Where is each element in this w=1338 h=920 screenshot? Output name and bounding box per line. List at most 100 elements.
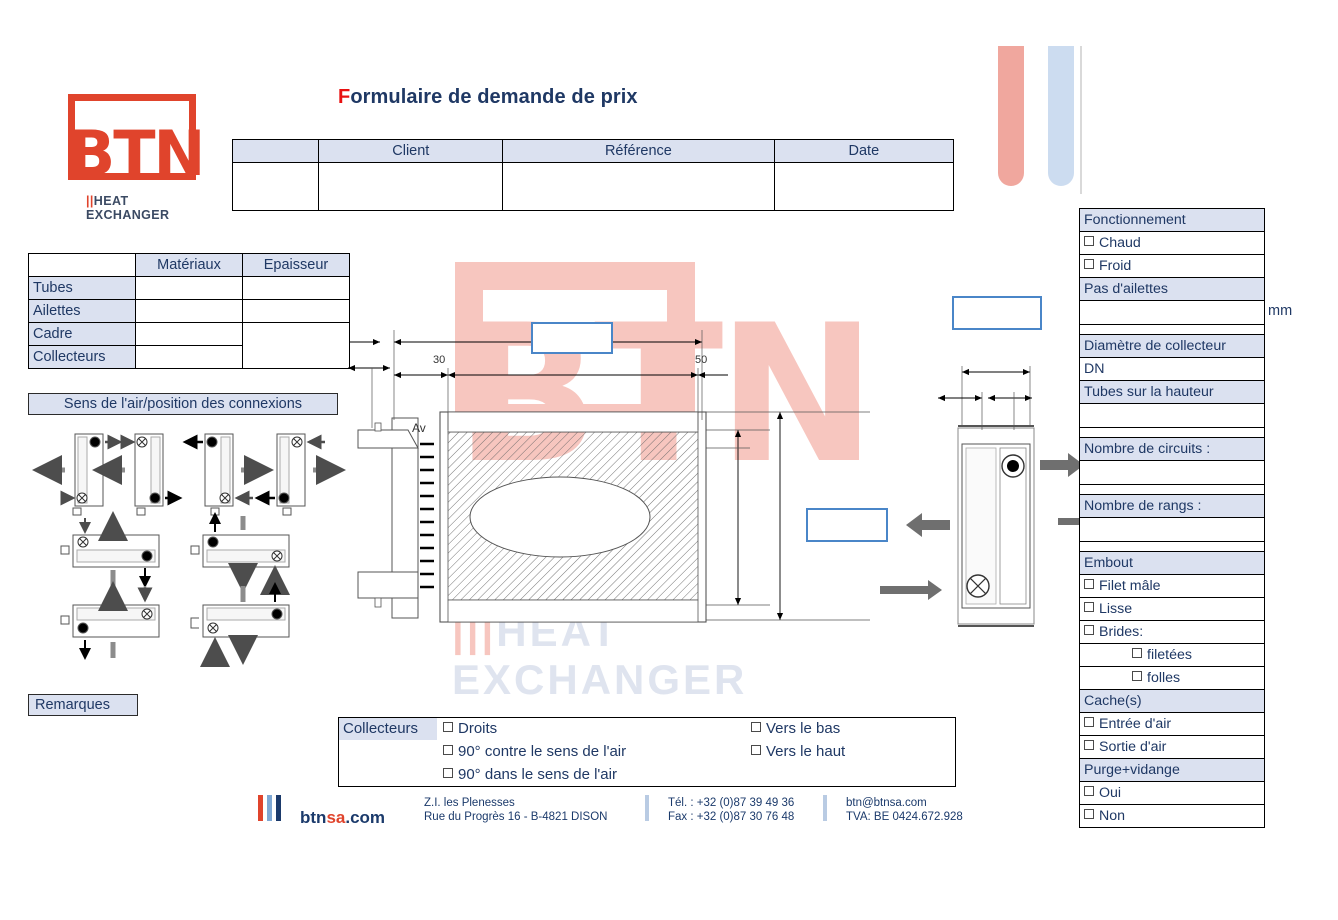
option-sortie-air[interactable]: Sortie d'air	[1079, 735, 1265, 759]
dim-left-value: 30	[433, 354, 445, 366]
input-drawing-height[interactable]	[806, 508, 888, 542]
option-non[interactable]: Non	[1079, 804, 1265, 828]
section-embout: Embout	[1079, 551, 1265, 575]
checkbox-icon[interactable]	[443, 722, 453, 732]
option-oui-label: Oui	[1099, 785, 1122, 801]
input-pas-dailettes[interactable]	[1079, 300, 1265, 325]
diagram-vertical-2	[92, 433, 183, 516]
checkbox-icon[interactable]	[751, 722, 761, 732]
option-oui[interactable]: Oui	[1079, 781, 1265, 805]
checkbox-icon[interactable]	[1132, 671, 1142, 681]
input-tubes-epaisseur[interactable]	[242, 276, 350, 300]
option-droits[interactable]: Droits	[443, 720, 497, 737]
panel-gap	[1079, 484, 1265, 495]
logo-letters: BTN	[68, 117, 205, 190]
footer-address-line2: Rue du Progrès 16 - B-4821 DISON	[424, 811, 608, 823]
input-dn[interactable]: DN	[1079, 357, 1265, 381]
input-reference[interactable]	[502, 162, 775, 211]
option-froid[interactable]: Froid	[1079, 254, 1265, 278]
input-tubes-materiaux[interactable]	[135, 276, 243, 300]
checkbox-icon[interactable]	[1084, 717, 1094, 727]
input-date[interactable]	[773, 162, 955, 211]
input-drawing-width[interactable]	[531, 322, 613, 354]
input-tubes-hauteur[interactable]	[1079, 403, 1265, 428]
input-client[interactable]	[318, 162, 504, 211]
logo-tagline: ||HEAT EXCHANGER	[86, 194, 170, 222]
option-90-contre[interactable]: 90° contre le sens de l'air	[443, 743, 626, 760]
option-droits-label: Droits	[458, 720, 498, 737]
option-brides[interactable]: Brides:	[1079, 620, 1265, 644]
option-filetees[interactable]: filetées	[1079, 643, 1265, 667]
header-table-value-row	[232, 162, 955, 211]
table-row: Ailettes	[28, 299, 350, 323]
option-chaud-label: Chaud	[1099, 235, 1141, 251]
checkbox-icon[interactable]	[1084, 236, 1094, 246]
checkbox-icon[interactable]	[1132, 648, 1142, 658]
input-ailettes-epaisseur[interactable]	[242, 299, 350, 323]
section-nombre-circuits: Nombre de circuits :	[1079, 437, 1265, 461]
decor-bar-blue	[1048, 46, 1074, 186]
option-froid-label: Froid	[1099, 258, 1132, 274]
table-row: Collecteurs	[28, 345, 350, 369]
option-folles[interactable]: folles	[1079, 666, 1265, 690]
flow-dash	[1058, 518, 1080, 525]
checkbox-icon[interactable]	[1084, 740, 1094, 750]
panel-gap	[1079, 541, 1265, 552]
input-drawing-depth[interactable]	[952, 296, 1042, 330]
checkbox-icon[interactable]	[751, 745, 761, 755]
checkbox-icon[interactable]	[443, 768, 453, 778]
option-folles-label: folles	[1147, 670, 1181, 686]
footer-website-accent: sa	[326, 808, 346, 827]
header-col-reference: Référence	[502, 139, 775, 163]
airflow-banner: Sens de l'air/position des connexions	[28, 393, 338, 415]
option-lisse-label: Lisse	[1099, 601, 1133, 617]
input-nombre-rangs[interactable]	[1079, 517, 1265, 542]
table-row: Cadre	[28, 322, 350, 346]
diagram-horizontal-4	[190, 582, 290, 667]
option-filetees-label: filetées	[1147, 647, 1192, 663]
section-tubes-hauteur: Tubes sur la hauteur	[1079, 380, 1265, 404]
checkbox-icon[interactable]	[1084, 809, 1094, 819]
input-nombre-circuits[interactable]	[1079, 460, 1265, 485]
diagram-horizontal-3	[60, 581, 160, 660]
checkbox-icon[interactable]	[443, 745, 453, 755]
checkbox-icon[interactable]	[1084, 786, 1094, 796]
decor-bar-pink	[998, 46, 1024, 186]
input-collecteurs-materiaux[interactable]	[135, 345, 243, 369]
option-chaud[interactable]: Chaud	[1079, 231, 1265, 255]
panel-gap	[1079, 427, 1265, 438]
materials-row-label-tubes: Tubes	[28, 276, 136, 300]
checkbox-icon[interactable]	[1084, 579, 1094, 589]
option-vers-le-bas[interactable]: Vers le bas	[751, 720, 840, 737]
title-first-letter: F	[338, 86, 351, 108]
diagram-vertical-1	[31, 433, 123, 516]
footer-divider	[645, 795, 649, 821]
section-diametre-collecteur: Diamètre de collecteur	[1079, 334, 1265, 358]
footer-website-prefix: btn	[300, 808, 327, 827]
footer-email[interactable]: btn@btnsa.com	[846, 797, 927, 809]
option-vers-le-haut[interactable]: Vers le haut	[751, 743, 845, 760]
header-table-head-row: Client Référence Date	[231, 139, 955, 163]
footer-tva: TVA: BE 0424.672.928	[846, 811, 963, 823]
checkbox-icon[interactable]	[1084, 259, 1094, 269]
section-fonctionnement: Fonctionnement	[1079, 208, 1265, 232]
materials-head-row: Matériaux Epaisseur	[29, 253, 350, 277]
option-entree-air[interactable]: Entrée d'air	[1079, 712, 1265, 736]
footer-website[interactable]: btnsa.com	[300, 808, 385, 828]
brand-logo: BTN ||HEAT EXCHANGER	[60, 90, 210, 222]
collecteurs-label: Collecteurs	[339, 718, 437, 740]
checkbox-icon[interactable]	[1084, 625, 1094, 635]
option-90-dans[interactable]: 90° dans le sens de l'air	[443, 766, 617, 783]
checkbox-icon[interactable]	[1084, 602, 1094, 612]
option-filet-male[interactable]: Filet mâle	[1079, 574, 1265, 598]
materials-corner	[29, 254, 136, 277]
option-90-contre-label: 90° contre le sens de l'air	[458, 743, 627, 760]
input-cadre-materiaux[interactable]	[135, 322, 243, 346]
input-ailettes-materiaux[interactable]	[135, 299, 243, 323]
header-value-spacer	[232, 162, 320, 211]
dim-right-value: 50	[695, 354, 707, 366]
materials-cadre-epaisseur-na	[243, 323, 350, 346]
front-view-label: Av	[412, 421, 426, 435]
logo-square-icon	[68, 94, 196, 180]
option-lisse[interactable]: Lisse	[1079, 597, 1265, 621]
